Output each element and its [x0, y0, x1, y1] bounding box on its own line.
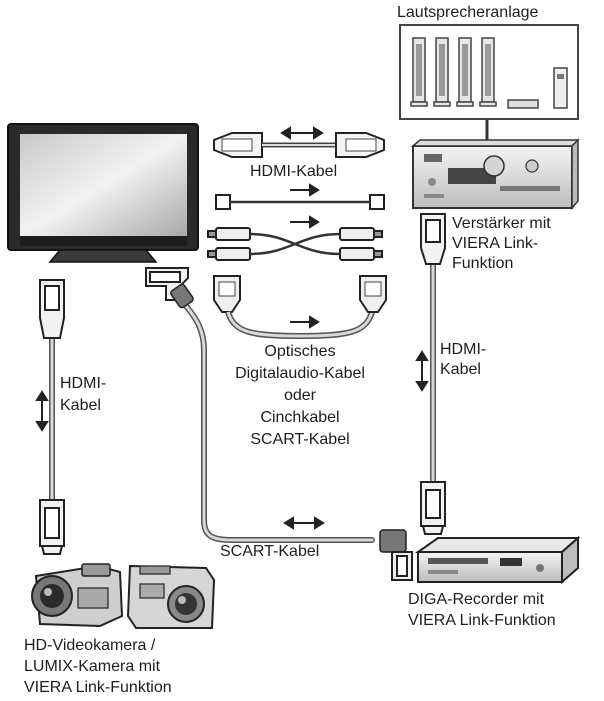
optical-cable-illustration	[215, 194, 385, 210]
optical-cable-label-line-2: Digitalaudio-Kabel	[235, 365, 365, 382]
amplifier-icon	[410, 138, 580, 211]
scart-cable-bottom-label: SCART-Kabel	[220, 543, 320, 560]
optical-cable-label-line-1: Optisches	[264, 343, 336, 360]
amplifier-label-line-2: VIERA Link-	[452, 235, 539, 252]
amplifier-label-line-1: Verstärker mit	[452, 215, 551, 232]
speaker-system-label: Lautsprecheranlage	[397, 4, 539, 21]
hdmi-cable-top-label: HDMI-Kabel	[250, 163, 338, 180]
hdmi-cable-illustration	[213, 132, 385, 158]
recorder-label-line-1: DIGA-Recorder mit	[408, 591, 545, 608]
double-arrow-icon	[280, 126, 324, 140]
cinch-cable-label: Cinchkabel	[260, 409, 340, 426]
speaker-system	[399, 24, 579, 120]
hdmi-cable-right-label-line-1: HDMI-	[440, 341, 487, 358]
double-arrow-vertical-icon	[35, 390, 49, 432]
amplifier-label-line-3: Funktion	[452, 255, 514, 272]
camera-label-line-2: LUMIX-Kamera mit	[24, 658, 161, 675]
cinch-cable-illustration	[207, 227, 383, 261]
optical-cable-label-line-3: oder	[283, 387, 317, 404]
tv-icon	[7, 123, 199, 263]
camera-label-line-3: VIERA Link-Funktion	[24, 679, 172, 696]
double-arrow-icon	[283, 516, 325, 530]
scart-cable-label: SCART-Kabel	[250, 431, 350, 448]
hdmi-cable-left-label-line-1: HDMI-	[60, 375, 107, 392]
cables	[49, 116, 489, 543]
photo-camera-icon	[126, 564, 216, 629]
arrow-right-icon	[290, 183, 320, 197]
arrow-right-icon	[290, 315, 320, 329]
scart-cable-illustration	[213, 275, 387, 340]
double-arrow-vertical-icon	[415, 350, 429, 392]
hdmi-cable-left-label-line-2: Kabel	[60, 397, 101, 414]
recorder-label-line-2: VIERA Link-Funktion	[408, 612, 556, 629]
video-camera-icon	[31, 563, 124, 628]
scart-plug-icons	[145, 267, 413, 581]
hdmi-plug-icons	[39, 213, 446, 555]
arrow-right-icon	[290, 215, 320, 229]
camera-label-line-1: HD-Videokamera /	[24, 637, 156, 654]
recorder-icon	[414, 535, 581, 585]
hdmi-cable-right-label-line-2: Kabel	[440, 361, 481, 378]
subwoofer-icon	[507, 67, 568, 109]
